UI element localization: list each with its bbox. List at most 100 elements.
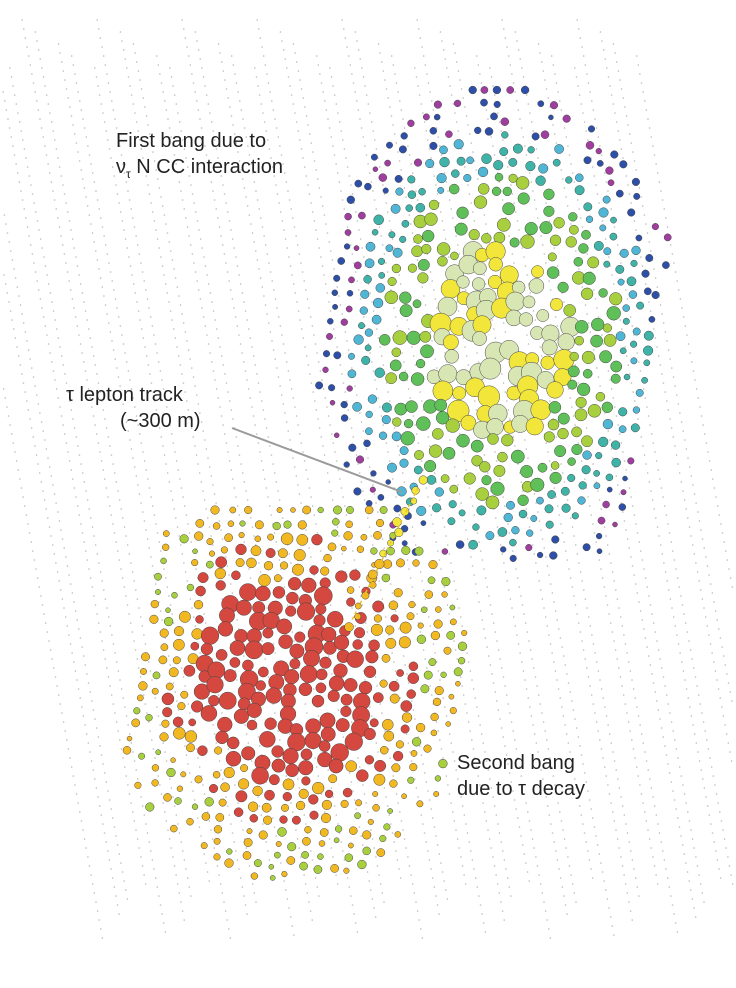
hit-marker (285, 605, 297, 617)
hit-marker (472, 331, 487, 346)
hit-marker (447, 517, 456, 526)
hit-marker (138, 752, 146, 760)
hit-marker (643, 287, 652, 296)
hit-marker (455, 680, 461, 687)
hit-marker (557, 281, 569, 293)
hit-marker (518, 312, 534, 327)
hit-marker (401, 793, 407, 800)
hit-marker (401, 540, 408, 547)
hit-marker (298, 760, 314, 776)
hit-marker (450, 618, 457, 626)
hit-marker (420, 684, 430, 694)
hit-marker (429, 141, 438, 150)
hit-marker (353, 334, 364, 345)
hit-marker (434, 487, 444, 497)
hit-marker (333, 634, 350, 651)
hit-marker (399, 235, 407, 243)
hit-marker (363, 727, 376, 741)
hit-marker (443, 646, 452, 655)
hit-marker (398, 145, 407, 154)
hit-marker (603, 334, 617, 347)
hit-marker (591, 317, 605, 332)
hit-marker (387, 462, 397, 473)
hit-marker (571, 512, 579, 520)
hit-marker (518, 509, 528, 519)
hit-marker (220, 546, 228, 554)
hit-marker (253, 859, 262, 868)
hit-marker (131, 718, 141, 728)
hit-marker (302, 505, 312, 515)
hit-marker (547, 252, 557, 262)
hit-marker (417, 258, 430, 271)
hit-marker (520, 85, 530, 95)
hit-marker (393, 504, 402, 513)
hit-marker (246, 719, 258, 731)
hit-marker (406, 689, 416, 699)
hit-marker (367, 818, 374, 825)
hit-marker (595, 147, 602, 155)
hit-marker (392, 417, 402, 427)
hit-marker (346, 597, 356, 607)
hit-marker (496, 217, 511, 232)
hit-marker (395, 187, 404, 196)
hit-marker (319, 712, 336, 729)
hit-marker (477, 166, 489, 178)
hit-marker (171, 591, 178, 599)
hit-marker (627, 457, 635, 465)
hit-marker (407, 672, 420, 684)
hit-marker (242, 659, 254, 672)
hit-marker (492, 85, 502, 95)
hit-marker (605, 166, 614, 175)
hit-marker (573, 257, 584, 267)
hit-marker (365, 241, 376, 252)
hit-marker (165, 607, 171, 613)
hit-marker (502, 186, 512, 197)
hit-marker (424, 590, 434, 599)
hit-marker (412, 299, 422, 309)
hit-marker (422, 113, 430, 121)
hit-marker (428, 658, 437, 667)
hit-marker (292, 563, 304, 576)
hit-marker (554, 445, 567, 458)
hit-marker (386, 141, 393, 149)
hit-marker (213, 853, 221, 861)
hit-marker (141, 652, 150, 662)
hit-marker (456, 433, 470, 448)
hit-marker (472, 523, 480, 531)
hit-marker (192, 548, 198, 555)
hit-marker (581, 435, 593, 448)
hit-marker (238, 532, 245, 539)
hit-marker (530, 515, 538, 522)
hit-marker (474, 126, 482, 135)
hit-marker (158, 655, 168, 665)
hit-marker (607, 179, 615, 187)
hit-marker (440, 671, 447, 678)
hit-marker (231, 570, 241, 581)
hit-marker (365, 410, 373, 419)
hit-marker (177, 702, 186, 711)
hit-marker (364, 182, 372, 191)
hit-marker (485, 495, 500, 510)
hit-marker (322, 350, 331, 358)
hit-marker (247, 801, 259, 812)
hit-marker (346, 385, 353, 392)
hit-marker (302, 836, 311, 846)
hit-marker (265, 687, 282, 704)
hit-marker (388, 680, 400, 692)
hit-marker (567, 379, 578, 390)
hit-marker (595, 391, 606, 402)
hit-marker (378, 173, 388, 182)
hit-marker (433, 100, 442, 109)
hit-marker (587, 256, 600, 269)
hit-marker (582, 450, 592, 460)
hit-marker (627, 208, 636, 217)
hit-marker (405, 400, 418, 413)
hit-marker (481, 233, 492, 244)
hit-marker (410, 372, 425, 386)
hit-marker (328, 675, 345, 692)
hit-marker (206, 538, 214, 546)
hit-marker (150, 599, 159, 609)
hit-marker (165, 682, 174, 691)
hit-marker (287, 842, 297, 852)
hit-marker (536, 309, 550, 322)
